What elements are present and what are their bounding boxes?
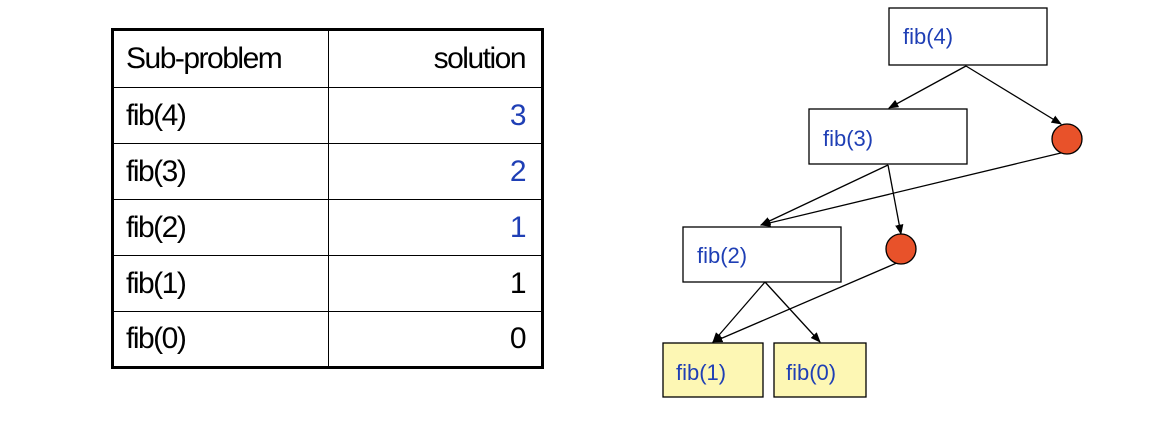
header-solution: solution bbox=[328, 29, 543, 88]
row-solution: 3 bbox=[328, 87, 543, 144]
edge-fib3-memo-dot bbox=[887, 164, 904, 236]
node-fib3: fib(3) bbox=[808, 108, 968, 165]
table-row: fib(1) 1 bbox=[112, 255, 543, 312]
node-label: fib(1) bbox=[676, 360, 726, 385]
tree-edges bbox=[712, 65, 1066, 343]
node-fib1: fib(1) bbox=[662, 342, 764, 398]
edge-fib3-fib2 bbox=[760, 164, 889, 226]
row-subproblem: fib(2) bbox=[112, 199, 329, 256]
node-label: fib(0) bbox=[786, 360, 836, 385]
table-row: fib(0) 0 bbox=[112, 311, 543, 368]
node-box bbox=[808, 108, 968, 165]
row-solution: 2 bbox=[328, 143, 543, 200]
row-solution: 0 bbox=[328, 311, 543, 368]
table-header-row: Sub-problem solution bbox=[112, 29, 543, 88]
table-row: fib(3) 2 bbox=[112, 143, 543, 200]
node-label: fib(4) bbox=[903, 24, 953, 49]
edge-fib2-fib0 bbox=[764, 281, 821, 343]
node-box bbox=[682, 226, 842, 283]
node-box bbox=[888, 7, 1048, 66]
node-label: fib(3) bbox=[823, 126, 873, 151]
edge-memo-dot-fib1 bbox=[712, 261, 900, 343]
edge-fib2-fib1 bbox=[712, 281, 766, 343]
table-row: fib(2) 1 bbox=[112, 199, 543, 256]
node-fib0: fib(0) bbox=[773, 342, 867, 398]
edge-memo-dot-fib2 bbox=[759, 151, 1066, 227]
node-fib2: fib(2) bbox=[682, 226, 842, 283]
edge-fib4-fib3 bbox=[888, 65, 967, 109]
node-label: fib(2) bbox=[697, 243, 747, 268]
node-box bbox=[773, 342, 867, 398]
memo-table-container: Sub-problem solution fib(4) 3 fib(3) 2 f… bbox=[111, 28, 544, 369]
row-subproblem: fib(0) bbox=[112, 311, 329, 368]
edge-fib4-memo-dot bbox=[965, 65, 1062, 125]
row-subproblem: fib(4) bbox=[112, 87, 329, 144]
memo-table: Sub-problem solution fib(4) 3 fib(3) 2 f… bbox=[111, 28, 544, 369]
row-solution: 1 bbox=[328, 199, 543, 256]
node-fib4: fib(4) bbox=[888, 7, 1048, 66]
table-row: fib(4) 3 bbox=[112, 87, 543, 144]
memo-dot-fib1-lookup bbox=[885, 233, 917, 265]
memo-dot-fib2-lookup bbox=[1051, 123, 1083, 155]
header-subproblem: Sub-problem bbox=[112, 29, 329, 88]
row-subproblem: fib(1) bbox=[112, 255, 329, 312]
node-box bbox=[662, 342, 764, 398]
